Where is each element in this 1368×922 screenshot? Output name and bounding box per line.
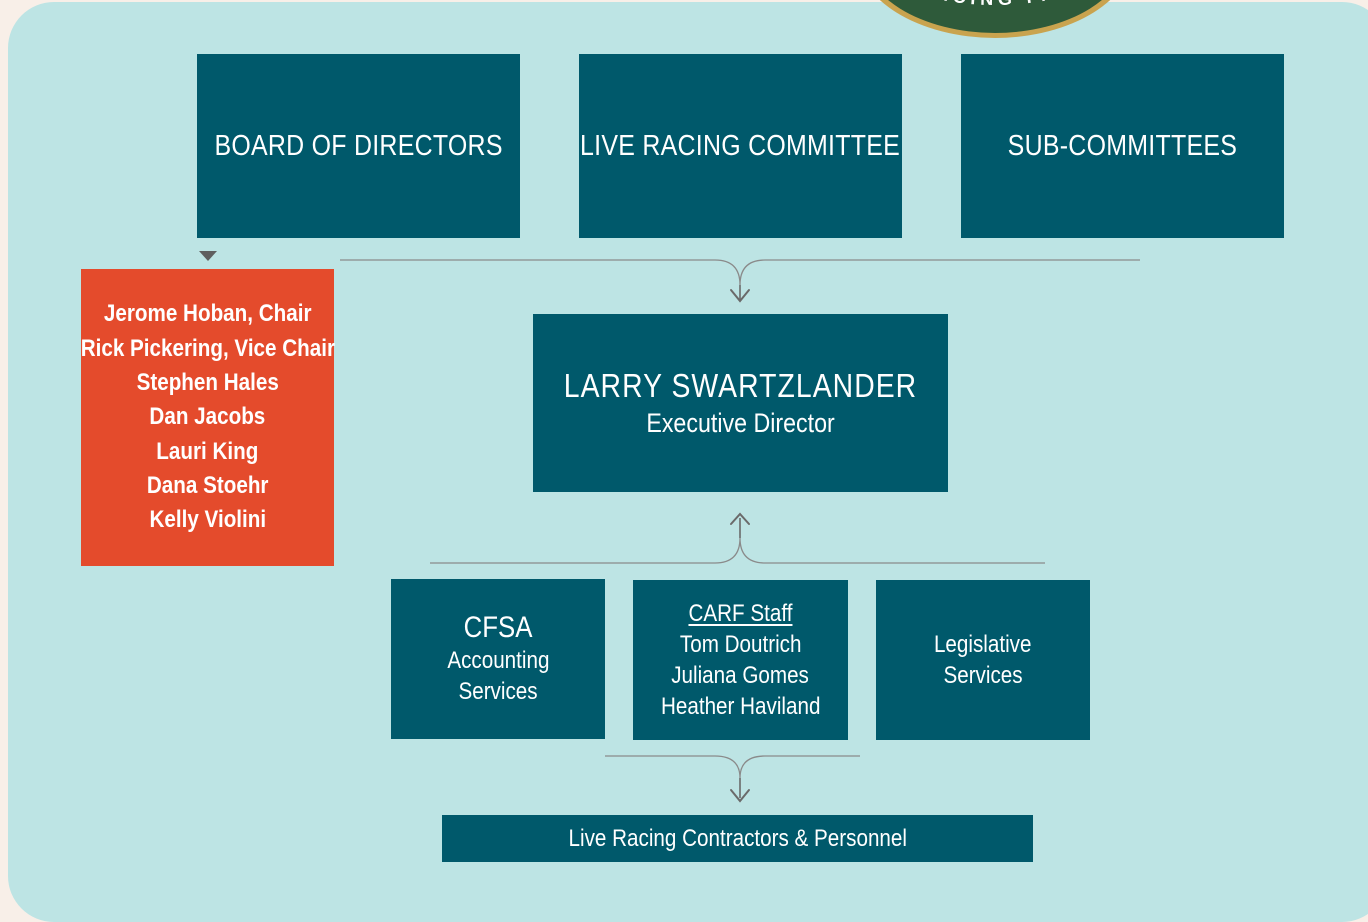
board-member: Jerome Hoban, Chair <box>103 300 312 328</box>
executive-director-box: LARRY SWARTZLANDER Executive Director <box>533 314 948 492</box>
cfsa-box: CFSA Accounting Services <box>391 579 605 739</box>
executive-name: LARRY SWARTZLANDER <box>563 367 918 404</box>
board-member: Dana Stoehr <box>146 471 269 499</box>
board-member: Dan Jacobs <box>149 403 266 431</box>
staff-member: Tom Doutrich <box>679 631 802 658</box>
board-of-directors-box: BOARD OF DIRECTORS <box>197 54 520 238</box>
legislative-services-box: Legislative Services <box>876 580 1090 740</box>
svg-text:RACING FAIR: RACING FAIR <box>916 0 1088 9</box>
contractors-label: Live Racing Contractors & Personnel <box>568 824 907 852</box>
carf-staff-heading: CARF Staff <box>688 600 793 627</box>
cfsa-heading: CFSA <box>463 611 533 644</box>
logo-text: RACING FAIR <box>916 0 1083 9</box>
board-member: Kelly Violini <box>149 506 266 534</box>
board-member: Lauri King <box>156 437 259 465</box>
staff-member: Juliana Gomes <box>671 662 810 689</box>
sub-committees-box: SUB-COMMITTEES <box>961 54 1284 238</box>
sub-committees-label: SUB-COMMITTEES <box>1007 129 1238 162</box>
board-member: Stephen Hales <box>136 369 279 397</box>
board-of-directors-label: BOARD OF DIRECTORS <box>214 129 503 162</box>
carf-staff-box: CARF Staff Tom Doutrich Juliana Gomes He… <box>633 580 848 740</box>
staff-member: Heather Haviland <box>660 693 821 720</box>
live-racing-committee-label: LIVE RACING COMMITTEE <box>580 129 901 162</box>
live-racing-committee-box: LIVE RACING COMMITTEE <box>579 54 902 238</box>
legislative-line: Legislative <box>934 631 1032 658</box>
board-members-box: Jerome Hoban, Chair Rick Pickering, Vice… <box>80 269 335 566</box>
board-member: Rick Pickering, Vice Chair <box>80 334 335 362</box>
contractors-box: Live Racing Contractors & Personnel <box>442 815 1033 862</box>
legislative-line: Services <box>943 662 1023 689</box>
executive-title: Executive Director <box>646 408 835 438</box>
cfsa-line: Services <box>458 678 538 705</box>
logo-seal: RACING FAIR <box>830 0 1160 40</box>
connector-lines <box>199 251 1140 803</box>
cfsa-line: Accounting <box>446 647 550 674</box>
